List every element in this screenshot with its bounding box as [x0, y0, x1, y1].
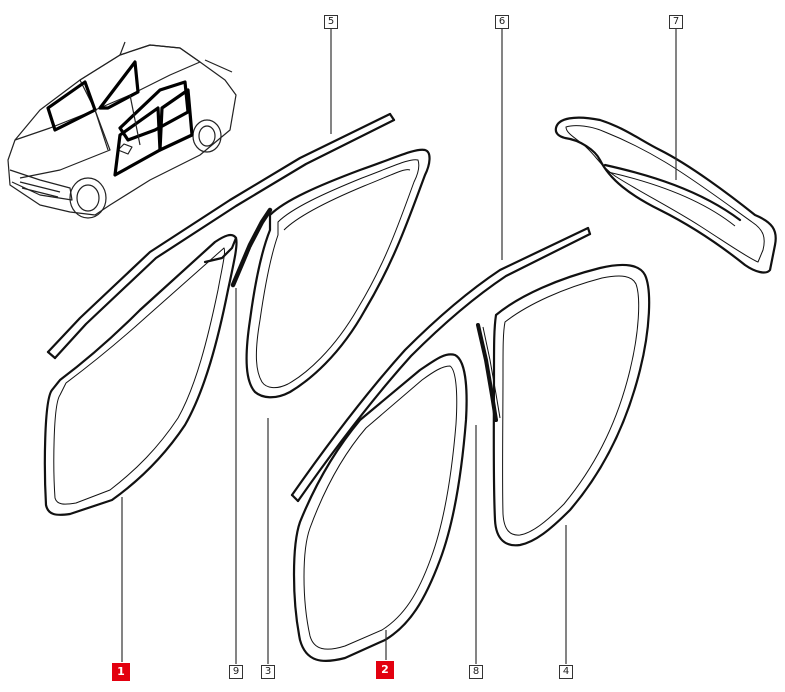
callout-3: 3: [261, 665, 275, 679]
callout-6: 6: [495, 15, 509, 29]
part-5-roof-drip-seal-front: [46, 112, 396, 360]
callout-7: 7: [669, 15, 683, 29]
part-2-rear-door-seal: [292, 353, 468, 662]
callout-5: 5: [324, 15, 338, 29]
part-1-front-door-seal: [43, 233, 238, 516]
callout-4: 4: [559, 665, 573, 679]
leader-lines: [121, 29, 677, 664]
part-3-front-window-channel: [245, 148, 431, 399]
part-4-rear-window-channel: [492, 263, 651, 547]
callout-2: 2: [376, 661, 394, 679]
callout-9: 9: [229, 665, 243, 679]
part-7-boot-seal: [554, 116, 777, 274]
callout-8: 8: [469, 665, 483, 679]
part-8-rear-pillar-strip: [476, 323, 501, 422]
callout-1: 1: [112, 663, 130, 681]
part-9-pillar-strip: [230, 207, 273, 288]
part-6-roof-drip-seal-rear: [290, 226, 592, 503]
car-thumbnail: [7, 41, 237, 219]
